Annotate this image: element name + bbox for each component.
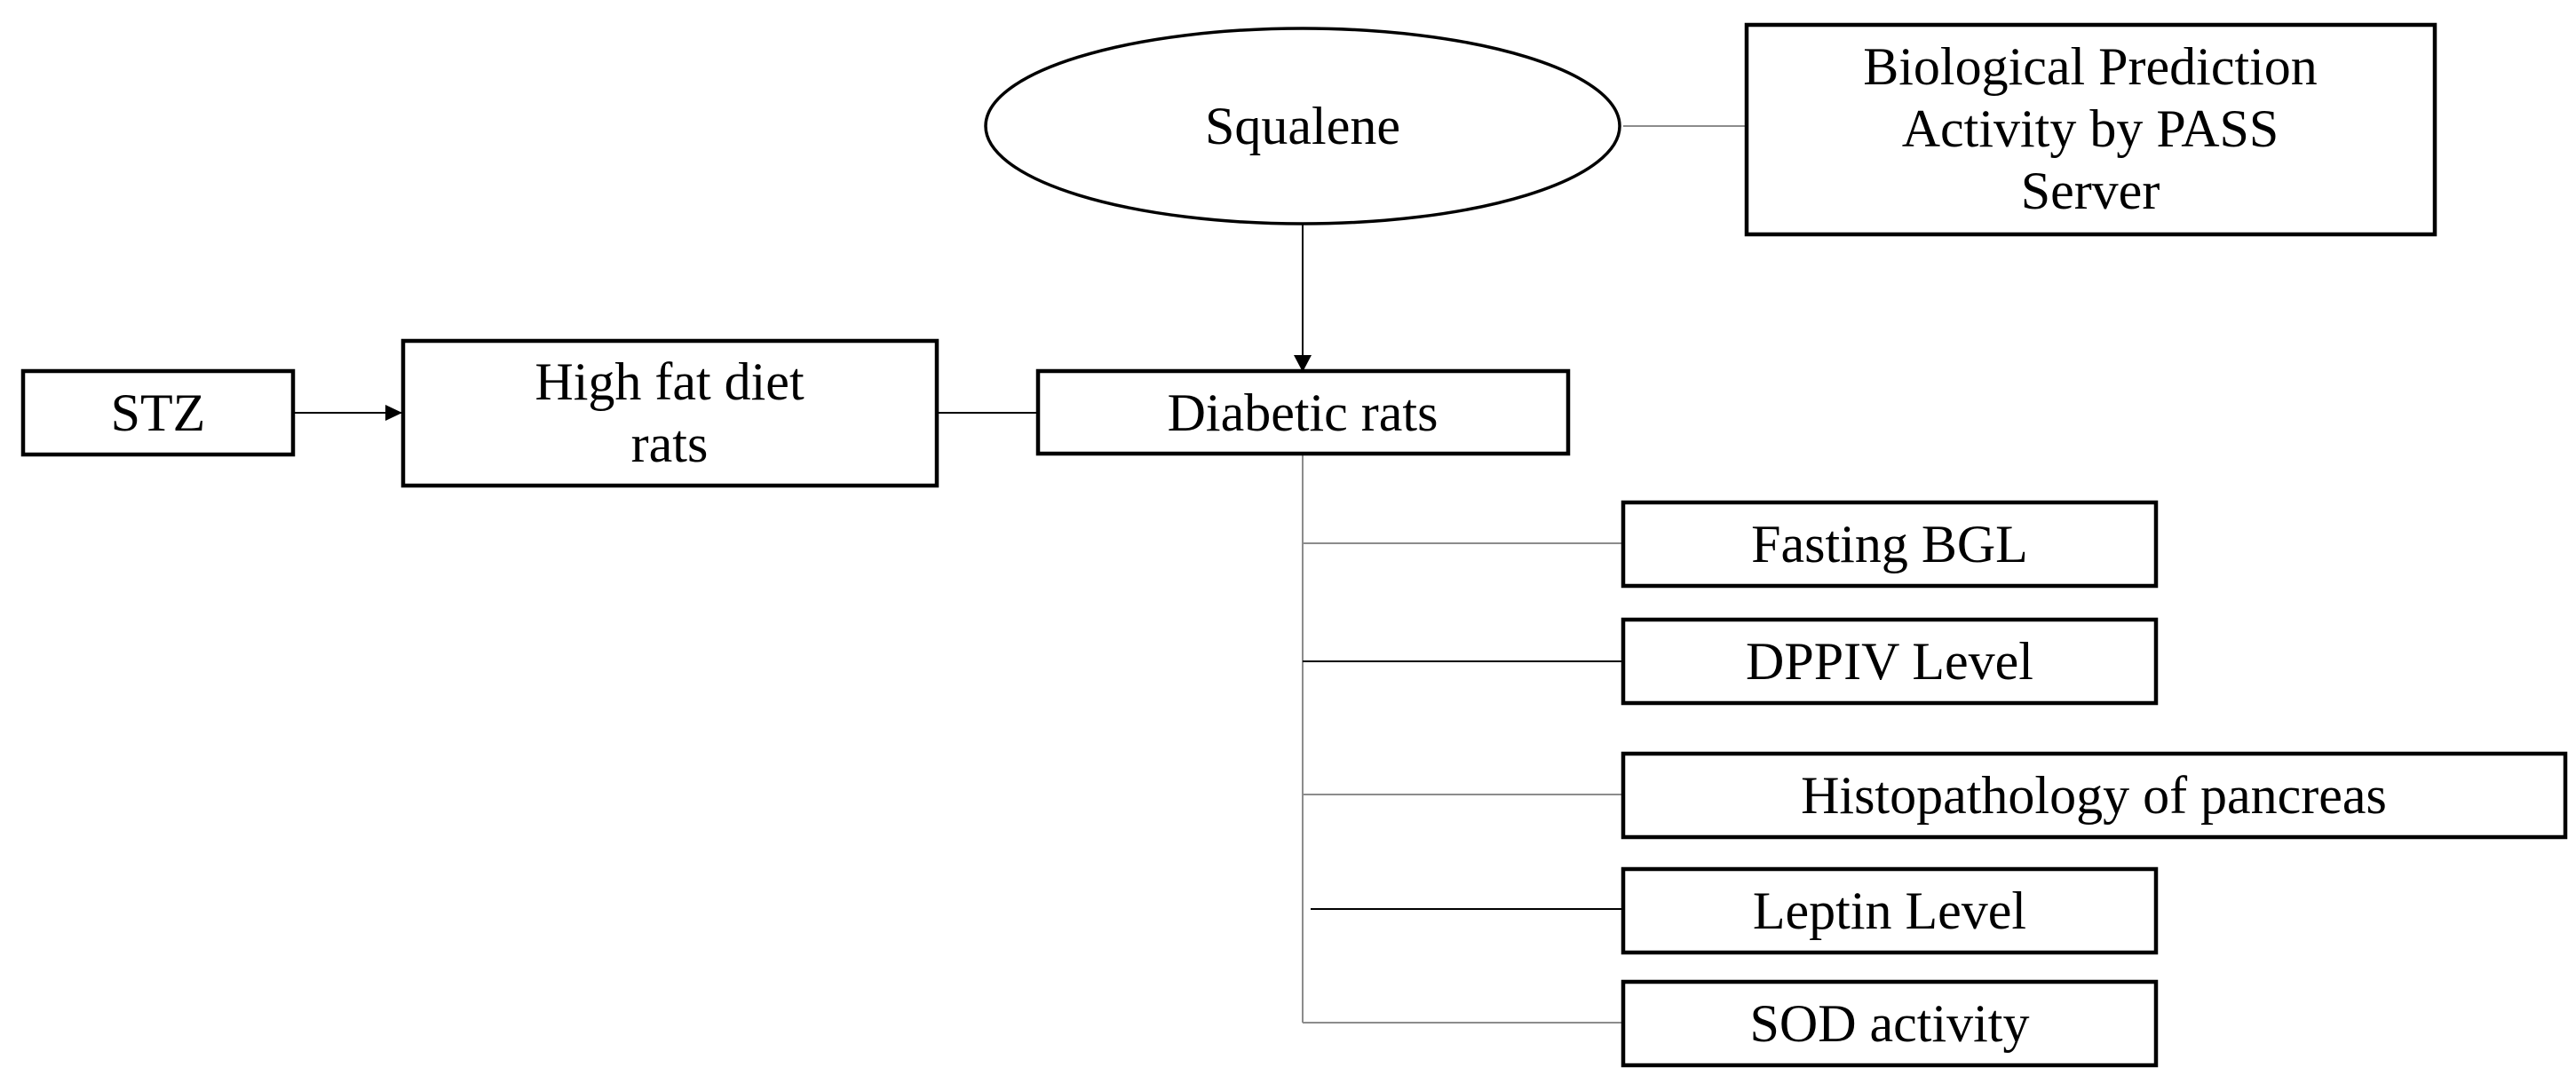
node-diabetic-rats: Diabetic rats <box>1035 368 1571 456</box>
hfd-rats-label-line-2: rats <box>631 415 709 473</box>
node-hfd-rats: High fat diet rats <box>400 338 939 488</box>
fasting-bgl-box <box>1621 500 2159 589</box>
hfd-rats-label-line-1: High fat diet <box>535 352 805 411</box>
node-fasting-bgl: Fasting BGL <box>1621 500 2159 589</box>
leptin-level-box <box>1621 866 2159 955</box>
squalene-label: Squalene <box>1205 97 1400 155</box>
fasting-bgl-label: Fasting BGL <box>1751 515 2028 573</box>
histopathology-label: Histopathology of pancreas <box>1801 766 2387 825</box>
node-squalene: Squalene <box>984 27 1621 225</box>
leptin-level-label: Leptin Level <box>1753 881 2026 940</box>
pass-server-label-line-2: Activity by PASS <box>1902 99 2279 158</box>
diabetic-rats-box <box>1035 368 1571 456</box>
node-dppiv-level: DPPIV Level <box>1621 617 2159 706</box>
histopathology-box <box>1621 751 2568 840</box>
pass-server-label-line-3: Server <box>2021 162 2160 220</box>
node-sod-activity: SOD activity <box>1621 979 2159 1068</box>
stz-box <box>20 368 296 457</box>
pass-server-box <box>1744 22 2437 237</box>
diabetic-rats-label: Diabetic rats <box>1168 383 1439 442</box>
node-pass-server: Biological Prediction Activity by PASS S… <box>1744 22 2437 237</box>
node-leptin-level: Leptin Level <box>1621 866 2159 955</box>
node-histopathology: Histopathology of pancreas <box>1621 751 2568 840</box>
sod-activity-label: SOD activity <box>1750 994 2030 1053</box>
dppiv-level-box <box>1621 617 2159 706</box>
pass-server-label-line-1: Biological Prediction <box>1863 37 2318 96</box>
hfd-rats-box <box>400 338 939 488</box>
node-stz: STZ <box>20 368 296 457</box>
squalene-ellipse <box>984 27 1621 225</box>
dppiv-level-label: DPPIV Level <box>1746 632 2033 691</box>
stz-label: STZ <box>111 383 206 442</box>
sod-activity-box <box>1621 979 2159 1068</box>
